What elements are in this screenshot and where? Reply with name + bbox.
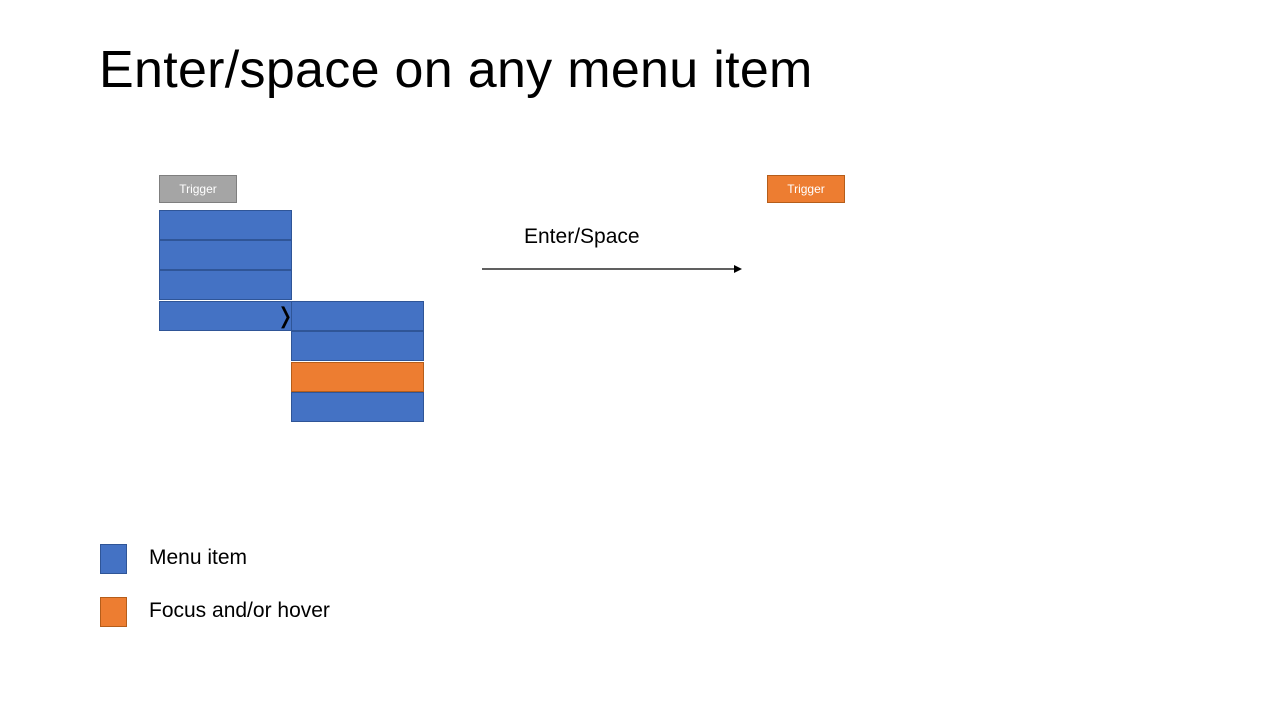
legend-swatch-focus (100, 597, 127, 627)
submenu-item-focused[interactable] (291, 362, 424, 392)
transition-arrow (482, 265, 742, 273)
menu-item-with-submenu[interactable] (159, 301, 292, 331)
submenu-item[interactable] (291, 301, 424, 331)
submenu-item[interactable] (291, 392, 424, 422)
legend-label-menu-item: Menu item (149, 546, 248, 569)
menu-item[interactable] (159, 240, 292, 270)
legend-swatch-menu-item (100, 544, 127, 574)
trigger-button-closed[interactable]: Trigger (159, 175, 237, 203)
menu-item[interactable] (159, 270, 292, 300)
trigger-button-focused[interactable]: Trigger (767, 175, 845, 203)
chevron-right-icon: ❭ (276, 303, 295, 328)
transition-label: Enter/Space (524, 225, 640, 248)
submenu-item[interactable] (291, 331, 424, 361)
menu-item[interactable] (159, 210, 292, 240)
slide-title: Enter/space on any menu item (99, 41, 813, 99)
legend-label-focus: Focus and/or hover (149, 599, 330, 622)
